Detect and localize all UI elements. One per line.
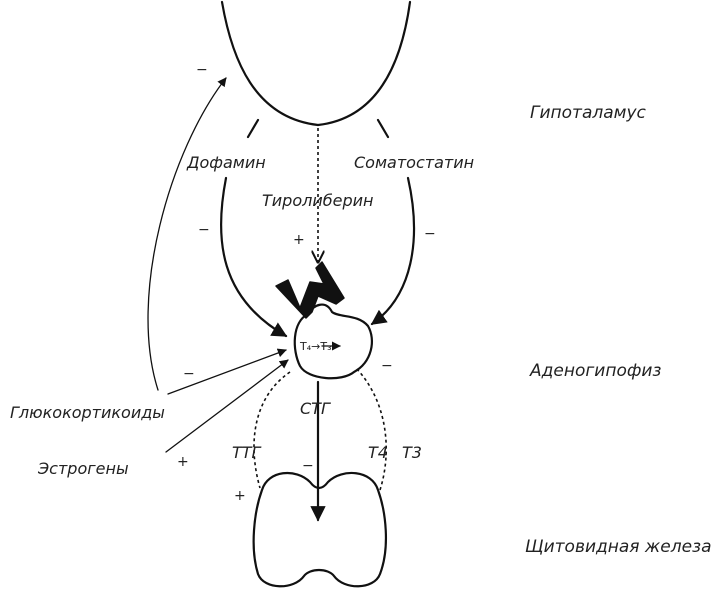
sign-minus-glucocorticoid: − bbox=[183, 366, 195, 382]
label-hypothalamus: Гипоталамус bbox=[530, 103, 647, 123]
label-thyroid: Щитовидная железа bbox=[525, 537, 712, 557]
label-ttg: ТТГ bbox=[232, 443, 262, 462]
label-glucocorticoids: Глюкокортикоиды bbox=[10, 403, 165, 422]
sign-plus-ttg: + bbox=[234, 488, 246, 504]
hypothalamus-shape bbox=[222, 2, 410, 125]
label-thyroliberin: Тиролиберин bbox=[262, 191, 373, 210]
label-estrogens: Эстрогены bbox=[37, 459, 129, 478]
t4-t3-feedback-arrow bbox=[356, 368, 386, 490]
hypothalamus-tick-right bbox=[378, 120, 388, 137]
label-stg: СТГ bbox=[300, 399, 331, 418]
sign-minus-stg: − bbox=[302, 458, 314, 474]
sign-plus-estrogen: + bbox=[177, 454, 189, 470]
sign-minus-hypothalamus-left: − bbox=[196, 62, 208, 78]
t4-t3-conversion-label: T₄→T₃ bbox=[299, 340, 331, 353]
glucocorticoid-feedback-arrow bbox=[148, 78, 226, 390]
sign-minus-dopamine: − bbox=[198, 222, 210, 238]
sign-plus-thyroliberin: + bbox=[293, 232, 305, 248]
hypothalamus-tick-left bbox=[248, 120, 258, 137]
label-t4: Т4 bbox=[368, 443, 388, 462]
sign-minus-feedback: − bbox=[381, 358, 393, 374]
label-t3: Т3 bbox=[402, 443, 422, 462]
thyroid-gland-shape bbox=[254, 473, 386, 586]
somatostatin-arrow bbox=[372, 178, 414, 324]
label-dopamine: Дофамин bbox=[186, 153, 266, 172]
sign-minus-somatostatin: − bbox=[424, 226, 436, 242]
label-adenohypophysis: Аденогипофиз bbox=[529, 361, 661, 381]
label-somatostatin: Соматостатин bbox=[354, 153, 474, 172]
ttg-arrow bbox=[254, 372, 290, 488]
